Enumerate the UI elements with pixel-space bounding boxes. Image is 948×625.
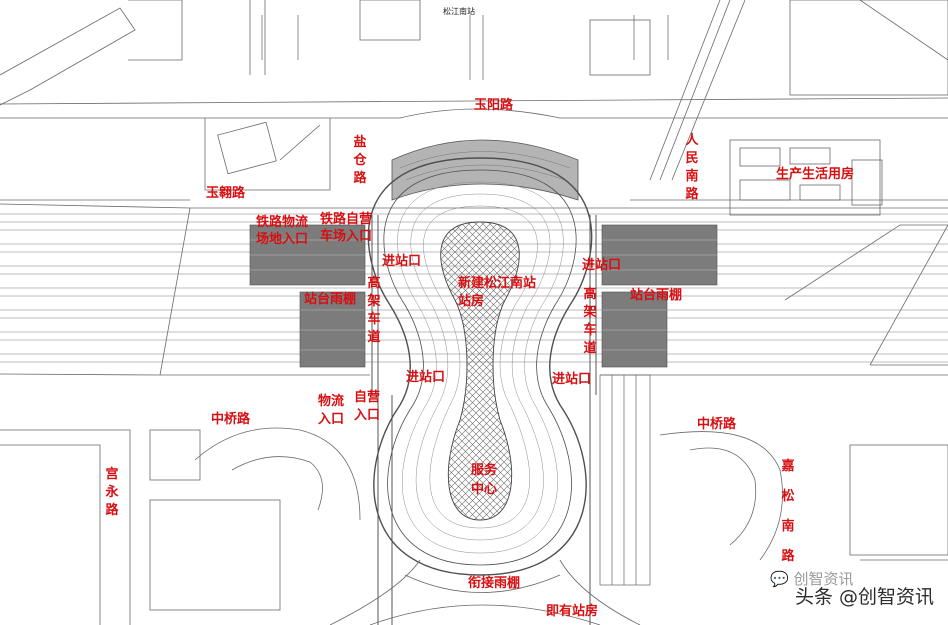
label-canopy-left: 站台雨棚 xyxy=(304,292,357,307)
label-rail-private-entrance: 铁路自营车场入口 xyxy=(320,212,373,244)
label-elevated-road-left: 高架车道 xyxy=(367,276,381,345)
label-entrance-right-top: 进站口 xyxy=(582,258,622,273)
label-yuxin-road: 玉翱路 xyxy=(206,186,246,201)
label-canopy-right: 站台雨棚 xyxy=(630,288,683,303)
label-service-center: 服务中心 xyxy=(471,463,498,497)
label-renmin-south-road: 人民南路 xyxy=(685,133,699,202)
label-zhongqiao-road-right: 中桥路 xyxy=(697,417,737,432)
label-new-station: 新建松江南站站房 xyxy=(458,276,537,309)
label-entrance-left-top: 进站口 xyxy=(382,254,422,269)
label-jiasong-south-road: 嘉松南路 xyxy=(781,459,795,564)
label-yanchang-road: 盐仓路 xyxy=(353,135,367,186)
label-entrance-left-bottom: 进站口 xyxy=(406,370,446,385)
label-self-entrance: 自营入口 xyxy=(354,390,381,423)
label-entrance-right-bottom: 进站口 xyxy=(552,372,592,387)
watermark-logo-text: 创智资讯 xyxy=(793,570,854,588)
label-zhongqiao-road-left: 中桥路 xyxy=(211,412,251,427)
chat-bubble-icon: 💬 xyxy=(770,570,789,588)
drawing-title: 松江南站 xyxy=(443,7,475,16)
watermark-logo: 💬 创智资讯 xyxy=(770,568,853,589)
label-link-canopy: 衔接雨棚 xyxy=(468,576,521,591)
label-yuyang-road: 玉阳路 xyxy=(474,98,514,113)
label-existing-station: 即有站房 xyxy=(546,604,599,619)
watermark-text: 头条 @创智资讯 xyxy=(794,586,934,608)
label-gongyong-road: 宫永路 xyxy=(105,467,119,518)
label-production-building: 生产生活用房 xyxy=(776,167,855,182)
label-logistics-entrance: 物流入口 xyxy=(318,394,345,427)
label-elevated-road-right: 高架车道 xyxy=(583,287,597,356)
label-rail-logistics-entrance: 铁路物流场地入口 xyxy=(256,215,309,247)
